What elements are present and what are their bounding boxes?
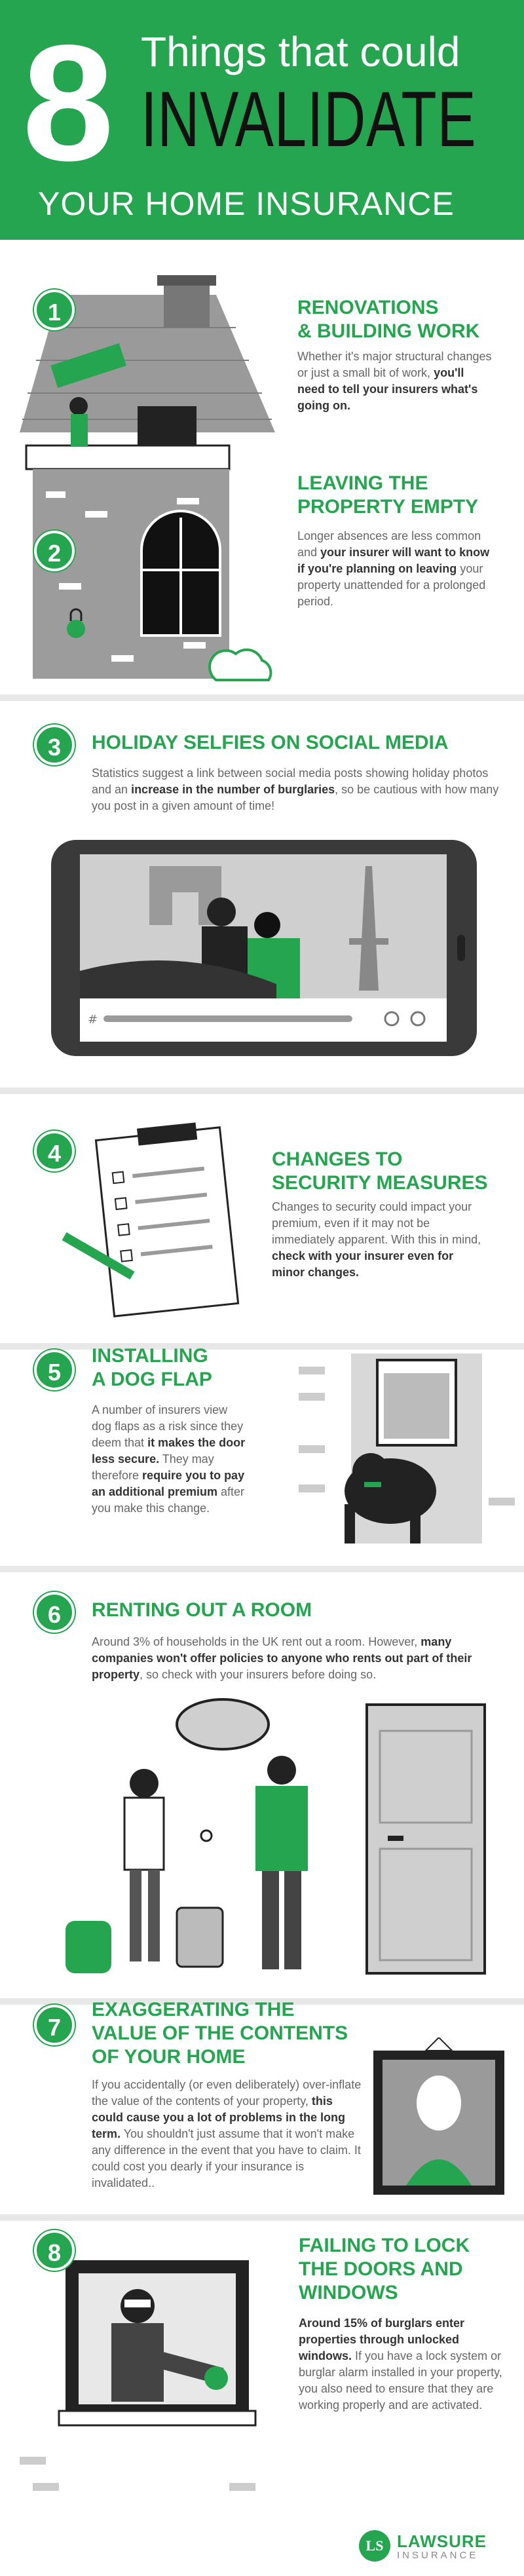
item-badge-3: 3	[34, 725, 75, 765]
item-badge-4: 4	[34, 1131, 75, 1171]
divider	[0, 2214, 524, 2221]
item-body-7: If you accidentally (or even deliberatel…	[92, 2078, 362, 2189]
svg-text:#: #	[88, 1013, 98, 1027]
item-title-3: HOLIDAY SELFIES ON SOCIAL MEDIA	[92, 731, 511, 755]
dog-flap-illustration	[299, 1354, 515, 1544]
item-badge-8: 8	[34, 2230, 75, 2271]
divider	[0, 694, 524, 701]
item-body-6: Around 3% of households in the UK rent o…	[92, 1635, 472, 1681]
header-line3: YOUR HOME INSURANCE	[38, 185, 455, 222]
item-title-8: FAILING TO LOCK THE DOORS AND WINDOWS	[299, 2234, 470, 2305]
divider	[0, 1088, 524, 1094]
item-title-8-line: FAILING TO LOCK	[299, 2235, 470, 2256]
house-illustration	[20, 275, 275, 681]
renting-room-illustration	[66, 1698, 486, 1975]
logo-name: LAWSURE	[397, 2531, 487, 2551]
item-title-6: RENTING OUT A ROOM	[92, 1599, 511, 1622]
item-title-7-line: EXAGGERATING THE	[92, 1999, 295, 2020]
divider	[0, 1998, 524, 2005]
item-title-7-line: OF YOUR HOME	[92, 2046, 246, 2068]
header-banner: 8 Things that could INVALIDATE YOUR HOME…	[0, 0, 524, 240]
item-title-4-line: CHANGES TO	[272, 1148, 403, 1170]
item-title-7-line: VALUE OF THE CONTENTS	[92, 2022, 348, 2044]
item-title-1: RENOVATIONS & BUILDING WORK	[297, 296, 479, 343]
header-number: 8	[22, 11, 115, 195]
item-title-6-line: RENTING OUT A ROOM	[92, 1599, 312, 1621]
item-title-4: CHANGES TO SECURITY MEASURES	[272, 1148, 488, 1195]
item-title-1-line: RENOVATIONS	[297, 297, 439, 318]
item-badge-5: 5	[34, 1350, 75, 1390]
item-title-4-line: SECURITY MEASURES	[272, 1172, 488, 1194]
item-title-2-line: LEAVING THE	[297, 472, 428, 494]
item-badge-7: 7	[34, 2005, 75, 2045]
divider	[0, 1343, 524, 1350]
logo-initials: LS	[359, 2530, 390, 2562]
header-line2: INVALIDATE	[141, 75, 477, 163]
item-title-5-line: A DOG FLAP	[92, 1369, 212, 1390]
item-body-4: Changes to security could impact your pr…	[272, 1200, 481, 1279]
clipboard-illustration	[62, 1122, 240, 1317]
item-badge-1: 1	[34, 290, 75, 330]
item-badge-2: 2	[34, 531, 75, 571]
header-line1: Things that could	[141, 28, 460, 75]
lawsure-logo: LS LAWSURE INSURANCE	[359, 2530, 510, 2563]
painting-illustration	[373, 2037, 504, 2195]
divider	[0, 1566, 524, 1572]
item-title-1-line: & BUILDING WORK	[297, 320, 480, 342]
item-title-5: INSTALLING A DOG FLAP	[92, 1344, 212, 1392]
item-body-1: Whether it's major structural changes or…	[297, 350, 492, 412]
item-title-8-line: WINDOWS	[299, 2282, 398, 2303]
burglar-window-illustration	[20, 2260, 257, 2491]
item-title-2: LEAVING THE PROPERTY EMPTY	[297, 472, 478, 519]
phone-illustration: #	[51, 840, 477, 1056]
item-title-2-line: PROPERTY EMPTY	[297, 496, 479, 518]
item-title-7: EXAGGERATING THE VALUE OF THE CONTENTS O…	[92, 1998, 348, 2069]
item-badge-6: 6	[34, 1592, 75, 1633]
item-body-8: Around 15% of burglars enter properties …	[299, 2317, 502, 2412]
item-title-3-line: HOLIDAY SELFIES ON SOCIAL MEDIA	[92, 732, 449, 753]
item-body-5: A number of insurers view dog flaps as a…	[92, 1403, 246, 1515]
item-body-2: Longer absences are less common and your…	[297, 529, 490, 608]
item-title-5-line: INSTALLING	[92, 1345, 208, 1367]
item-body-3: Statistics suggest a link between social…	[92, 767, 499, 812]
logo-subtitle: INSURANCE	[397, 2550, 479, 2561]
item-title-8-line: THE DOORS AND	[299, 2258, 463, 2280]
